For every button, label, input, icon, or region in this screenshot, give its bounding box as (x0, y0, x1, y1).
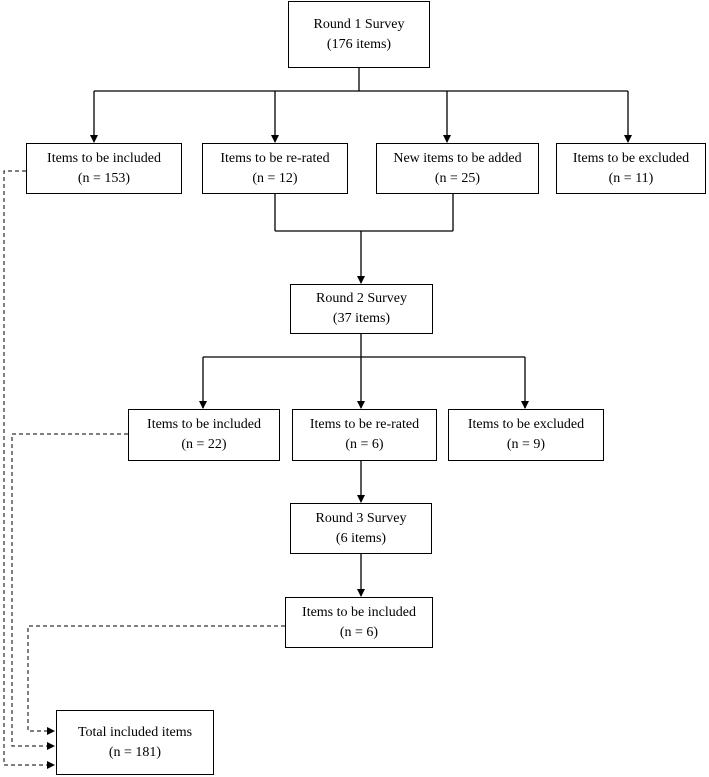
r1-added-title: New items to be added (393, 150, 522, 166)
r1-added-box: New items to be added (n = 25) (376, 143, 539, 194)
r2-rerated-title: Items to be re-rated (309, 417, 420, 432)
r1-excluded-count: (n = 11) (608, 170, 654, 186)
r2-included-count: (n = 22) (181, 437, 227, 452)
total-count: (n = 181) (108, 744, 162, 760)
round1-count: (176 items) (326, 36, 392, 52)
round1-survey-box: Round 1 Survey (176 items) (288, 1, 430, 68)
dashed-arrow-r1-included-to-total (3, 170, 55, 769)
r2-rerated-count: (n = 6) (345, 437, 384, 452)
r1-included-count: (n = 153) (77, 170, 131, 186)
r1-rerated-count: (n = 12) (252, 170, 298, 186)
r1-excluded-title: Items to be excluded (572, 150, 690, 166)
r3-included-box: Items to be included (n = 6) (285, 597, 433, 648)
r1-rerated-box: Items to be re-rated (n = 12) (202, 143, 348, 194)
r2-excluded-box: Items to be excluded (n = 9) (448, 409, 604, 461)
round2-count: (37 items) (332, 311, 391, 326)
round3-survey-box: Round 3 Survey (6 items) (290, 503, 432, 554)
r2-included-box: Items to be included (n = 22) (128, 409, 280, 461)
round3-title: Round 3 Survey (315, 510, 407, 526)
r1-excluded-box: Items to be excluded (n = 11) (556, 143, 706, 194)
dashed-arrow-r3-included-to-total (27, 625, 285, 735)
r3-included-title: Items to be included (302, 604, 416, 620)
r1-included-box: Items to be included (n = 153) (26, 143, 182, 194)
round1-title: Round 1 Survey (313, 16, 405, 32)
dashed-arrow-r2-included-to-total (11, 433, 128, 750)
total-included-box: Total included items (n = 181) (56, 710, 214, 775)
r2-included-title: Items to be included (147, 417, 261, 432)
r2-excluded-count: (n = 9) (506, 437, 546, 452)
r1-included-title: Items to be included (47, 150, 161, 166)
r1-rerated-title: Items to be re-rated (220, 150, 330, 166)
r2-excluded-title: Items to be excluded (467, 417, 585, 432)
r1-added-count: (n = 25) (434, 170, 481, 186)
r3-included-count: (n = 6) (339, 624, 379, 640)
round2-title: Round 2 Survey (316, 291, 407, 306)
r2-rerated-box: Items to be re-rated (n = 6) (292, 409, 437, 461)
round2-survey-box: Round 2 Survey (37 items) (290, 284, 433, 334)
round3-count: (6 items) (335, 530, 387, 546)
total-title: Total included items (77, 724, 193, 740)
